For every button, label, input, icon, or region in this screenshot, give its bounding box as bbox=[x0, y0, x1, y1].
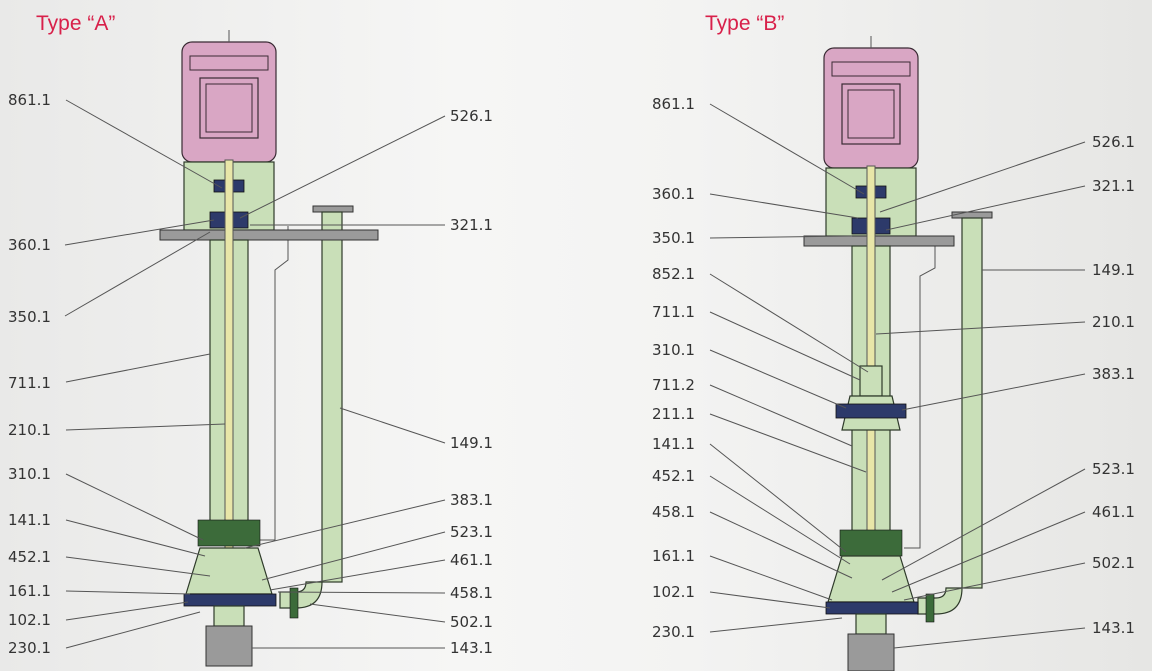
label-b-230-1: 230.1 bbox=[652, 623, 695, 641]
label-a-350-1: 350.1 bbox=[8, 308, 51, 326]
label-a-141-1: 141.1 bbox=[8, 511, 51, 529]
pump-type-a: Type “A” bbox=[8, 12, 493, 667]
label-a-149-1: 149.1 bbox=[450, 434, 493, 452]
lower-bearing-b bbox=[839, 529, 903, 557]
label-b-360-1: 360.1 bbox=[652, 185, 695, 203]
label-a-461-1: 461.1 bbox=[450, 551, 493, 569]
label-a-526-1: 526.1 bbox=[450, 107, 493, 125]
label-a-458-1: 458.1 bbox=[450, 584, 493, 602]
label-a-210-1: 210.1 bbox=[8, 421, 51, 439]
label-b-211-1: 211.1 bbox=[652, 405, 695, 423]
label-a-383-1: 383.1 bbox=[450, 491, 493, 509]
type-b-title: Type “B” bbox=[705, 12, 784, 35]
label-a-502-1: 502.1 bbox=[450, 613, 493, 631]
label-a-711-1: 711.1 bbox=[8, 374, 51, 392]
label-b-852-1: 852.1 bbox=[652, 265, 695, 283]
label-b-452-1: 452.1 bbox=[652, 467, 695, 485]
label-b-161-1: 161.1 bbox=[652, 547, 695, 565]
label-a-321-1: 321.1 bbox=[450, 216, 493, 234]
label-b-711-2: 711.2 bbox=[652, 376, 695, 394]
label-b-458-1: 458.1 bbox=[652, 503, 695, 521]
leader-lines-b bbox=[709, 103, 1086, 649]
label-b-861-1: 861.1 bbox=[652, 95, 695, 113]
label-b-523-1: 523.1 bbox=[1092, 460, 1135, 478]
label-b-526-1: 526.1 bbox=[1092, 133, 1135, 151]
label-b-102-1: 102.1 bbox=[652, 583, 695, 601]
label-b-461-1: 461.1 bbox=[1092, 503, 1135, 521]
type-a-title: Type “A” bbox=[36, 12, 115, 35]
motor-b bbox=[823, 36, 919, 169]
label-a-143-1: 143.1 bbox=[450, 639, 493, 657]
casing-b bbox=[827, 555, 915, 603]
label-a-861-1: 861.1 bbox=[8, 91, 51, 109]
label-a-230-1: 230.1 bbox=[8, 639, 51, 657]
pump-type-b: Type “B” bbox=[652, 12, 1135, 671]
bearing-bracket-a bbox=[159, 161, 379, 241]
label-b-502-1: 502.1 bbox=[1092, 554, 1135, 572]
label-a-161-1: 161.1 bbox=[8, 582, 51, 600]
strainer-a bbox=[205, 625, 253, 667]
label-b-383-1: 383.1 bbox=[1092, 365, 1135, 383]
motor-a bbox=[181, 30, 277, 163]
label-a-102-1: 102.1 bbox=[8, 611, 51, 629]
label-a-523-1: 523.1 bbox=[450, 523, 493, 541]
strainer-b bbox=[847, 633, 895, 671]
label-b-141-1: 141.1 bbox=[652, 435, 695, 453]
label-b-143-1: 143.1 bbox=[1092, 619, 1135, 637]
lower-bearing-a bbox=[197, 519, 261, 547]
label-b-711-1: 711.1 bbox=[652, 303, 695, 321]
label-b-210-1: 210.1 bbox=[1092, 313, 1135, 331]
label-b-321-1: 321.1 bbox=[1092, 177, 1135, 195]
leader-lines-a bbox=[64, 99, 446, 649]
label-b-350-1: 350.1 bbox=[652, 229, 695, 247]
label-b-310-1: 310.1 bbox=[652, 341, 695, 359]
discharge-pipe-a bbox=[258, 205, 354, 619]
label-b-149-1: 149.1 bbox=[1092, 261, 1135, 279]
label-a-452-1: 452.1 bbox=[8, 548, 51, 566]
discharge-pipe-b bbox=[904, 211, 993, 623]
bearing-bracket-b bbox=[803, 167, 955, 247]
label-a-360-1: 360.1 bbox=[8, 236, 51, 254]
label-a-310-1: 310.1 bbox=[8, 465, 51, 483]
